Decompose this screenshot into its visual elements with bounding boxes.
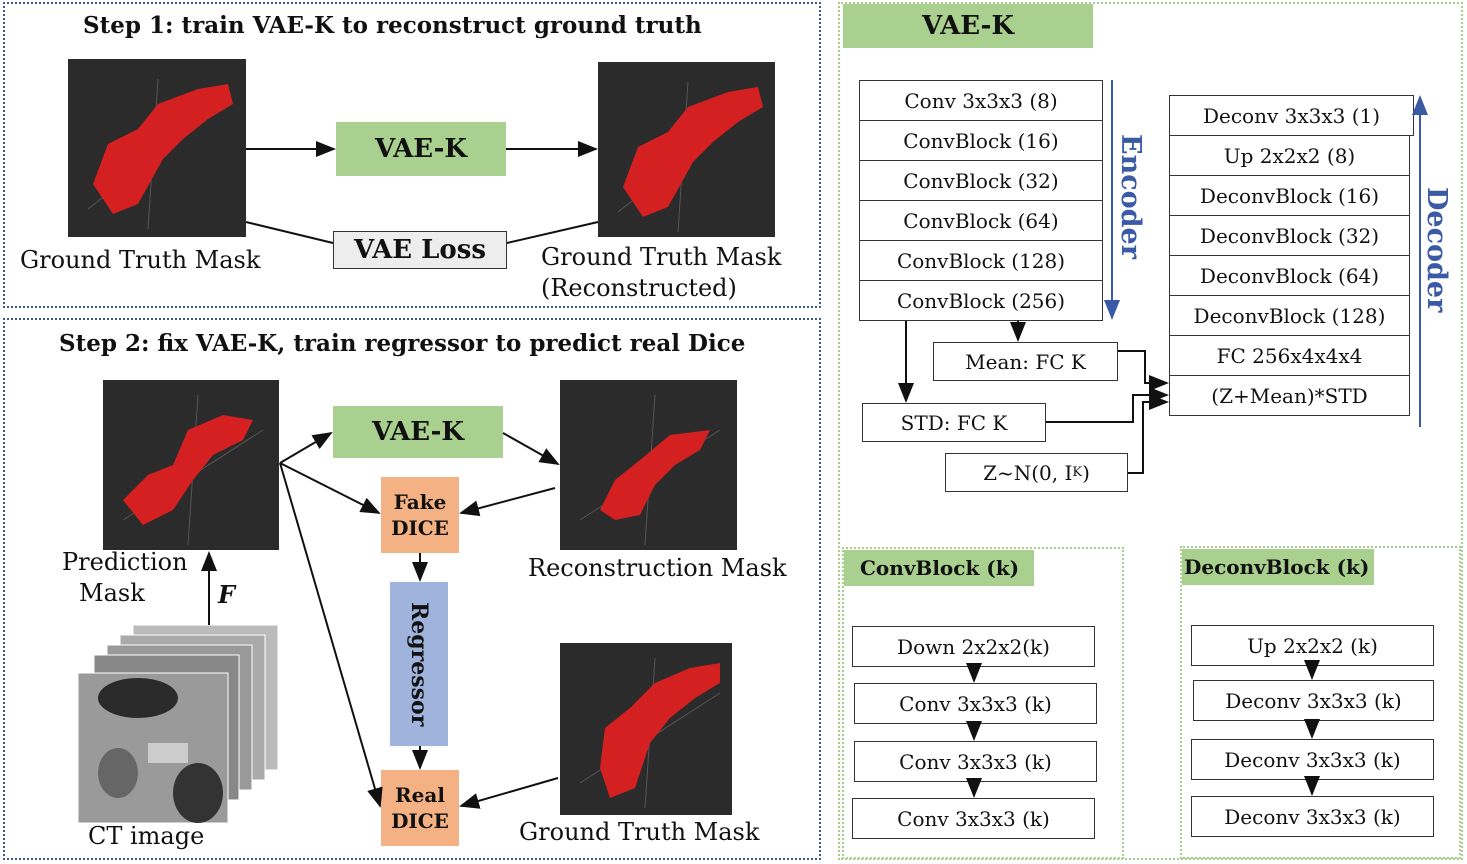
deconvblock-panel xyxy=(1180,546,1461,859)
fake-dice-box: Fake DICE xyxy=(381,477,459,553)
encoder-layer-5: ConvBlock (128) xyxy=(859,240,1103,281)
reconstructed-mask-label: Ground Truth Mask xyxy=(541,243,782,271)
prediction-mask-image xyxy=(103,380,279,550)
step1-title: Step 1: train VAE-K to reconstruct groun… xyxy=(83,12,702,39)
real-dice-line1: Real xyxy=(395,783,445,807)
vae-loss-box: VAE Loss xyxy=(333,231,507,269)
reconstructed-mask-sublabel: (Reconstructed) xyxy=(541,274,737,302)
deconvblock-layer-4: Deconv 3x3x3 (k) xyxy=(1191,796,1434,837)
ground-truth-mask-label: Ground Truth Mask xyxy=(20,246,261,274)
encoder-label: Encoder xyxy=(1115,134,1146,259)
deconvblock-layer-3: Deconv 3x3x3 (k) xyxy=(1191,739,1434,780)
prediction-mask-sublabel: Mask xyxy=(79,579,145,607)
step2-panel xyxy=(3,318,821,860)
reconstruction-mask-label: Reconstruction Mask xyxy=(528,554,787,582)
step2-vae-box: VAE-K xyxy=(333,406,503,458)
decoder-layer-5: DeconvBlock (64) xyxy=(1169,255,1410,296)
prediction-mask-label: Prediction xyxy=(62,548,188,576)
z-label: Z~N(0, I xyxy=(983,460,1073,485)
real-dice-line2: DICE xyxy=(391,809,449,833)
real-dice-box: Real DICE xyxy=(381,770,459,846)
mean-fc-box: Mean: FC K xyxy=(933,342,1118,381)
encoder-layer-6: ConvBlock (256) xyxy=(859,280,1103,321)
ground-truth-mask-label-2: Ground Truth Mask xyxy=(519,818,760,846)
decoder-layer-7: FC 256x4x4x4 xyxy=(1169,335,1410,376)
reconstruction-mask-image xyxy=(560,380,737,550)
std-fc-box: STD: FC K xyxy=(862,403,1046,442)
vae-k-title: VAE-K xyxy=(843,4,1093,48)
convblock-layer-1: Down 2x2x2(k) xyxy=(852,626,1095,667)
fake-dice-line2: DICE xyxy=(391,516,449,540)
ct-image-stack xyxy=(77,623,283,824)
ground-truth-mask-image-2 xyxy=(560,643,732,815)
convblock-layer-3: Conv 3x3x3 (k) xyxy=(854,741,1097,782)
decoder-label: Decoder xyxy=(1421,187,1452,313)
decoder-layer-8: (Z+Mean)*STD xyxy=(1169,375,1410,416)
deconvblock-layer-2: Deconv 3x3x3 (k) xyxy=(1193,680,1434,721)
ground-truth-mask-image xyxy=(68,59,246,237)
ct-image-label: CT image xyxy=(88,822,205,850)
fake-dice-line1: Fake xyxy=(393,490,447,514)
convblock-panel xyxy=(842,547,1124,859)
step2-title: Step 2: fix VAE-K, train regressor to pr… xyxy=(59,330,746,357)
deconvblock-title: DeconvBlock (k) xyxy=(1182,549,1374,585)
z-close: ) xyxy=(1082,460,1090,485)
decoder-layer-4: DeconvBlock (32) xyxy=(1169,215,1410,256)
regressor-label: Regressor xyxy=(406,601,432,727)
step1-panel xyxy=(3,2,821,308)
decoder-layer-1: Deconv 3x3x3 (1) xyxy=(1169,95,1414,136)
z-subscript: K xyxy=(1072,465,1083,480)
decoder-layer-6: DeconvBlock (128) xyxy=(1169,295,1410,336)
step1-vae-box: VAE-K xyxy=(336,122,506,176)
convblock-layer-4: Conv 3x3x3 (k) xyxy=(852,798,1095,839)
reconstructed-mask-image xyxy=(598,62,775,237)
decoder-layer-3: DeconvBlock (16) xyxy=(1169,175,1410,216)
encoder-layer-3: ConvBlock (32) xyxy=(859,160,1103,201)
f-label: F xyxy=(218,580,236,609)
regressor-box: Regressor xyxy=(390,582,448,746)
convblock-title: ConvBlock (k) xyxy=(844,550,1034,586)
vae-k-panel xyxy=(838,2,1463,860)
